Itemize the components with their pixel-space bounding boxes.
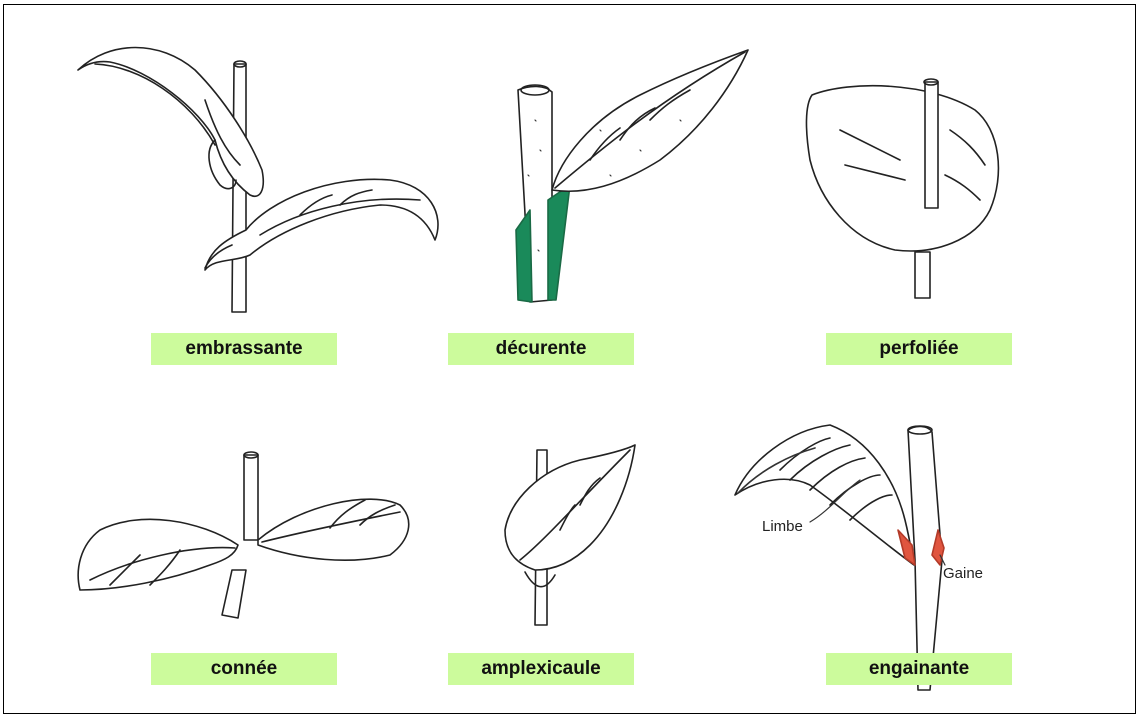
decurente-drawing: [516, 50, 748, 302]
label-decurente: décurente: [448, 333, 634, 365]
label-engainante: engainante: [826, 653, 1012, 685]
label-connee: connée: [151, 653, 337, 685]
perfoliee-drawing: [806, 79, 998, 298]
embrassante-drawing: [78, 48, 438, 313]
amplexicaule-drawing: [505, 445, 635, 625]
engainante-drawing: Limbe Gaine: [735, 425, 983, 690]
label-perfoliee: perfoliée: [826, 333, 1012, 365]
label-amplexicaule: amplexicaule: [448, 653, 634, 685]
connee-drawing: [78, 452, 409, 618]
limbe-annotation: Limbe: [762, 518, 803, 535]
gaine-annotation: Gaine: [943, 565, 983, 582]
label-embrassante: embrassante: [151, 333, 337, 365]
